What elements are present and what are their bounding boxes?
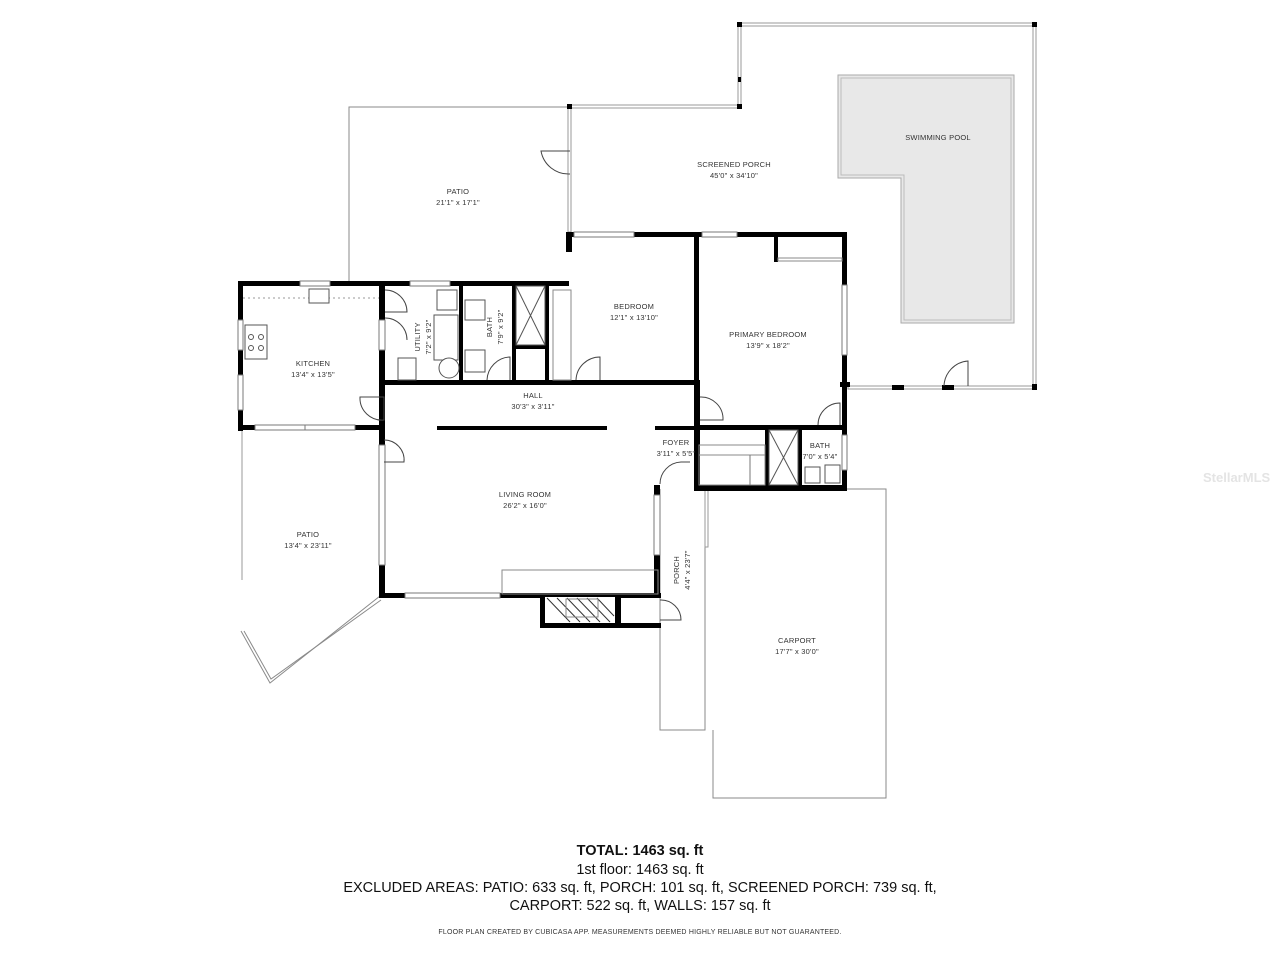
- watermark: StellarMLS: [1203, 470, 1271, 485]
- room-dims-screened-porch: 45'0" x 34'10": [710, 171, 758, 180]
- total-area: TOTAL: 1463 sq. ft: [576, 843, 704, 859]
- room-dims-primary-bedroom: 13'9" x 18'2": [746, 341, 790, 350]
- room-name-primary-bedroom: PRIMARY BEDROOM: [729, 330, 807, 339]
- room-dims-utility: 7'2" x 9'2": [424, 319, 433, 354]
- room-labels: PATIO 21'1" x 17'1" SCREENED PORCH 45'0"…: [284, 133, 971, 656]
- room-dims-bath-1: 7'9" x 9'2": [496, 309, 505, 344]
- patio-left-outline: [240, 431, 382, 684]
- room-name-porch: PORCH: [672, 556, 681, 584]
- windows: [237, 231, 848, 599]
- porch-carport-outline: [659, 488, 887, 799]
- patio-top-outline: [348, 106, 569, 281]
- room-dims-patio-left: 13'4" x 23'11": [284, 541, 332, 550]
- doors: [359, 289, 841, 621]
- room-dims-porch: 4'4" x 23'7": [683, 550, 692, 589]
- room-dims-carport: 17'7" x 30'0": [775, 647, 819, 656]
- room-name-utility: UTILITY: [413, 322, 422, 351]
- room-name-living-room: LIVING ROOM: [499, 490, 551, 499]
- room-dims-bath-2: 7'0" x 5'4": [803, 452, 838, 461]
- first-floor-area: 1st floor: 1463 sq. ft: [576, 862, 704, 878]
- room-dims-bedroom: 12'1" x 13'10": [610, 313, 658, 322]
- room-name-screened-porch: SCREENED PORCH: [697, 160, 771, 169]
- disclaimer: FLOOR PLAN CREATED BY CUBICASA APP. MEAS…: [438, 929, 842, 936]
- room-name-patio-top: PATIO: [447, 187, 469, 196]
- fixtures: [243, 257, 843, 486]
- room-name-kitchen: KITCHEN: [296, 359, 330, 368]
- room-name-bedroom: BEDROOM: [614, 302, 654, 311]
- room-dims-kitchen: 13'4" x 13'5": [291, 370, 335, 379]
- room-name-bath-1: BATH: [485, 317, 494, 337]
- room-name-hall: HALL: [523, 391, 543, 400]
- excluded-areas-line-2: CARPORT: 522 sq. ft, WALLS: 157 sq. ft: [509, 898, 771, 914]
- room-name-swimming-pool: SWIMMING POOL: [905, 133, 971, 142]
- screened-porch-outline: [540, 22, 1037, 390]
- swimming-pool: [837, 74, 1015, 324]
- room-name-patio-left: PATIO: [297, 530, 319, 539]
- room-name-bath-2: BATH: [810, 441, 830, 450]
- room-dims-patio-top: 21'1" x 17'1": [436, 198, 480, 207]
- room-name-foyer: FOYER: [663, 438, 690, 447]
- excluded-areas-line-1: EXCLUDED AREAS: PATIO: 633 sq. ft, PORCH…: [343, 880, 937, 896]
- room-dims-living-room: 26'2" x 16'0": [503, 501, 547, 510]
- room-name-carport: CARPORT: [778, 636, 816, 645]
- room-dims-hall: 30'3" x 3'11": [511, 402, 554, 411]
- room-dims-foyer: 3'11" x 5'5": [657, 449, 696, 458]
